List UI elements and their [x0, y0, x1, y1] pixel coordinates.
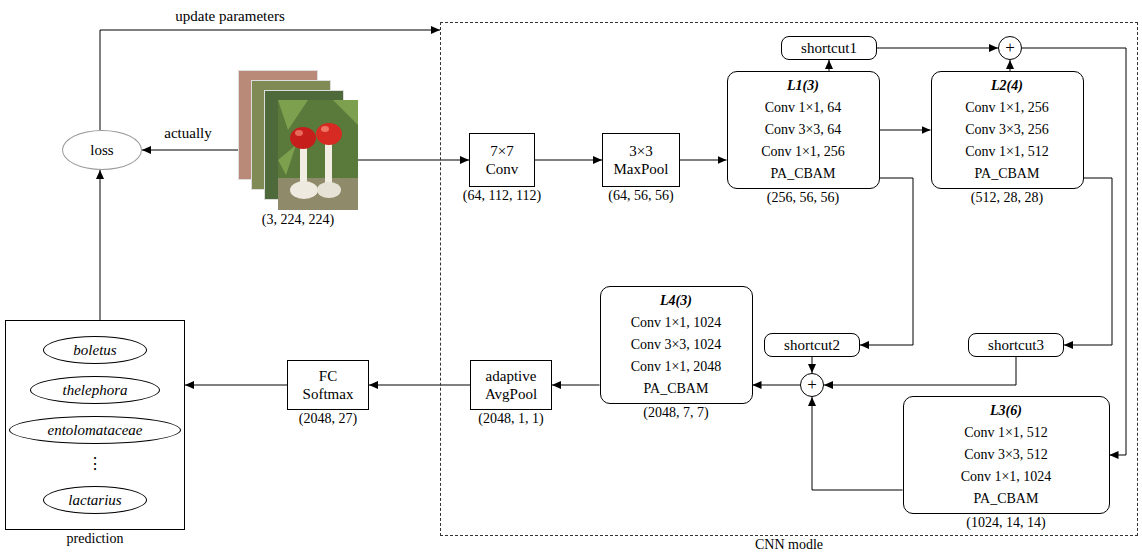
class-ellipse: boletus	[43, 336, 147, 364]
node-text: +	[807, 374, 817, 396]
connector-arrow	[829, 60, 830, 71]
class-ellipse: lactarius	[43, 486, 147, 514]
node-text: shortcut1	[801, 39, 857, 57]
node-text: Conv 1×1, 1024	[631, 312, 722, 334]
connector-arrow	[860, 178, 913, 345]
node-text: Conv 1×1, 256	[761, 141, 845, 163]
connector-arrow	[812, 397, 903, 490]
photo-soil	[278, 178, 358, 210]
layer-title: L3(6)	[990, 400, 1022, 422]
node-text: entolomataceae	[48, 421, 143, 439]
node-text: lactarius	[68, 491, 121, 509]
mushroom-volva	[290, 181, 318, 199]
connector-arrow	[369, 385, 470, 386]
shape-label: (256, 56, 56)	[767, 190, 839, 206]
photo-leaves	[278, 100, 358, 175]
shape-label: prediction	[67, 531, 124, 547]
connector-arrow	[535, 160, 602, 161]
connector-arrow	[142, 150, 238, 151]
connector-arrow	[100, 170, 101, 320]
node-text: loss	[90, 141, 113, 159]
shape-label: (512, 28, 28)	[971, 190, 1043, 206]
shape-label: (64, 56, 56)	[608, 188, 673, 204]
layer-block: L1(3)Conv 1×1, 64Conv 3×3, 64Conv 1×1, 2…	[727, 71, 880, 189]
shape-label: (2048, 1, 1)	[478, 411, 543, 427]
node-text: PA_CBAM	[644, 378, 709, 400]
node-text: thelephora	[63, 381, 128, 399]
shape-label: (1024, 14, 14)	[966, 515, 1045, 531]
layer-title: L1(3)	[787, 75, 819, 97]
node-text: Conv 3×3, 64	[765, 119, 842, 141]
node-text: adaptive AvgPool	[478, 367, 544, 403]
sum-circle: +	[800, 373, 824, 397]
pool-box: adaptive AvgPool(2048, 1, 1)	[470, 360, 552, 410]
node-text: Conv 1×1, 64	[765, 97, 842, 119]
connector-arrow	[824, 357, 1016, 385]
connector-arrow	[680, 160, 727, 161]
node-text: Conv 1×1, 256	[965, 97, 1049, 119]
connector-arrow	[812, 357, 813, 373]
node-text: Conv 3×3, 512	[964, 444, 1048, 466]
layer-block: L3(6)Conv 1×1, 512Conv 3×3, 512Conv 1×1,…	[903, 396, 1110, 514]
mushroom-cap	[290, 127, 316, 149]
shortcut-box: shortcut3	[968, 333, 1064, 357]
shape-label: (64, 112, 112)	[463, 188, 541, 204]
edge-label: update parameters	[173, 8, 287, 25]
image-front	[278, 100, 358, 210]
shortcut-box: shortcut1	[781, 36, 877, 60]
node-text: boletus	[73, 341, 116, 359]
shape-label: CNN modle	[755, 537, 823, 553]
connector-arrow	[877, 48, 998, 49]
shape-label: (2048, 7, 7)	[643, 405, 708, 421]
cap-highlight	[321, 126, 329, 132]
node-text: Conv 1×1, 512	[964, 422, 1048, 444]
layer-title: L4(3)	[660, 290, 692, 312]
node-text: +	[1005, 37, 1015, 59]
node-text: PA_CBAM	[771, 163, 836, 185]
layer-block: L2(4)Conv 1×1, 256Conv 3×3, 256Conv 1×1,…	[931, 71, 1084, 189]
fc-box: FC Softmax(2048, 27)	[287, 360, 369, 410]
input-image-stack	[238, 70, 358, 210]
pool-box: 3×3 MaxPool(64, 56, 56)	[602, 133, 680, 187]
node-text: PA_CBAM	[974, 488, 1039, 510]
shortcut-box: shortcut2	[764, 333, 860, 357]
node-text: Conv 3×3, 1024	[631, 334, 722, 356]
loss-ellipse: loss	[62, 130, 142, 170]
cnn-module-frame: CNN modle7×7 Conv(64, 112, 112)3×3 MaxPo…	[440, 22, 1138, 536]
photo-ground	[278, 100, 358, 210]
connector-arrow	[358, 160, 469, 161]
prediction-box: predictionboletusthelephoraentolomatacea…	[5, 320, 185, 530]
input-images: (3, 224, 224)	[238, 70, 358, 210]
connector-arrow	[753, 385, 801, 386]
node-text: shortcut3	[988, 336, 1044, 354]
node-text: Conv 1×1, 1024	[961, 466, 1052, 488]
connector-arrow	[185, 385, 287, 386]
class-ellipse: entolomataceae	[9, 416, 181, 444]
connector-arrow	[880, 130, 931, 131]
node-text: Conv 1×1, 512	[965, 141, 1049, 163]
node-text: FC Softmax	[297, 367, 359, 403]
layer-block: L4(3)Conv 1×1, 1024Conv 3×3, 1024Conv 1×…	[600, 286, 753, 404]
mushroom-cap	[316, 123, 342, 145]
node-text: 3×3 MaxPool	[609, 142, 673, 178]
shape-label: (3, 224, 224)	[262, 212, 334, 228]
mushroom-volva	[317, 182, 341, 198]
node-text: Conv 1×1, 2048	[631, 356, 722, 378]
edge-label: actually	[162, 125, 213, 142]
connector-arrow	[552, 385, 600, 386]
node-text: 7×7 Conv	[476, 142, 528, 178]
node-text: Conv 3×3, 256	[965, 119, 1049, 141]
connector-arrow	[1010, 60, 1011, 71]
conv-box: 7×7 Conv(64, 112, 112)	[469, 133, 535, 187]
class-ellipse: thelephora	[30, 376, 160, 404]
layer-title: L2(4)	[991, 75, 1023, 97]
cap-highlight	[295, 130, 303, 136]
node-text: shortcut2	[784, 336, 840, 354]
connector-arrow	[1064, 178, 1112, 345]
node-text: PA_CBAM	[975, 163, 1040, 185]
shape-label: (2048, 27)	[299, 411, 357, 427]
sum-circle: +	[998, 36, 1022, 60]
ellipsis-mark: ⋮	[87, 455, 103, 473]
